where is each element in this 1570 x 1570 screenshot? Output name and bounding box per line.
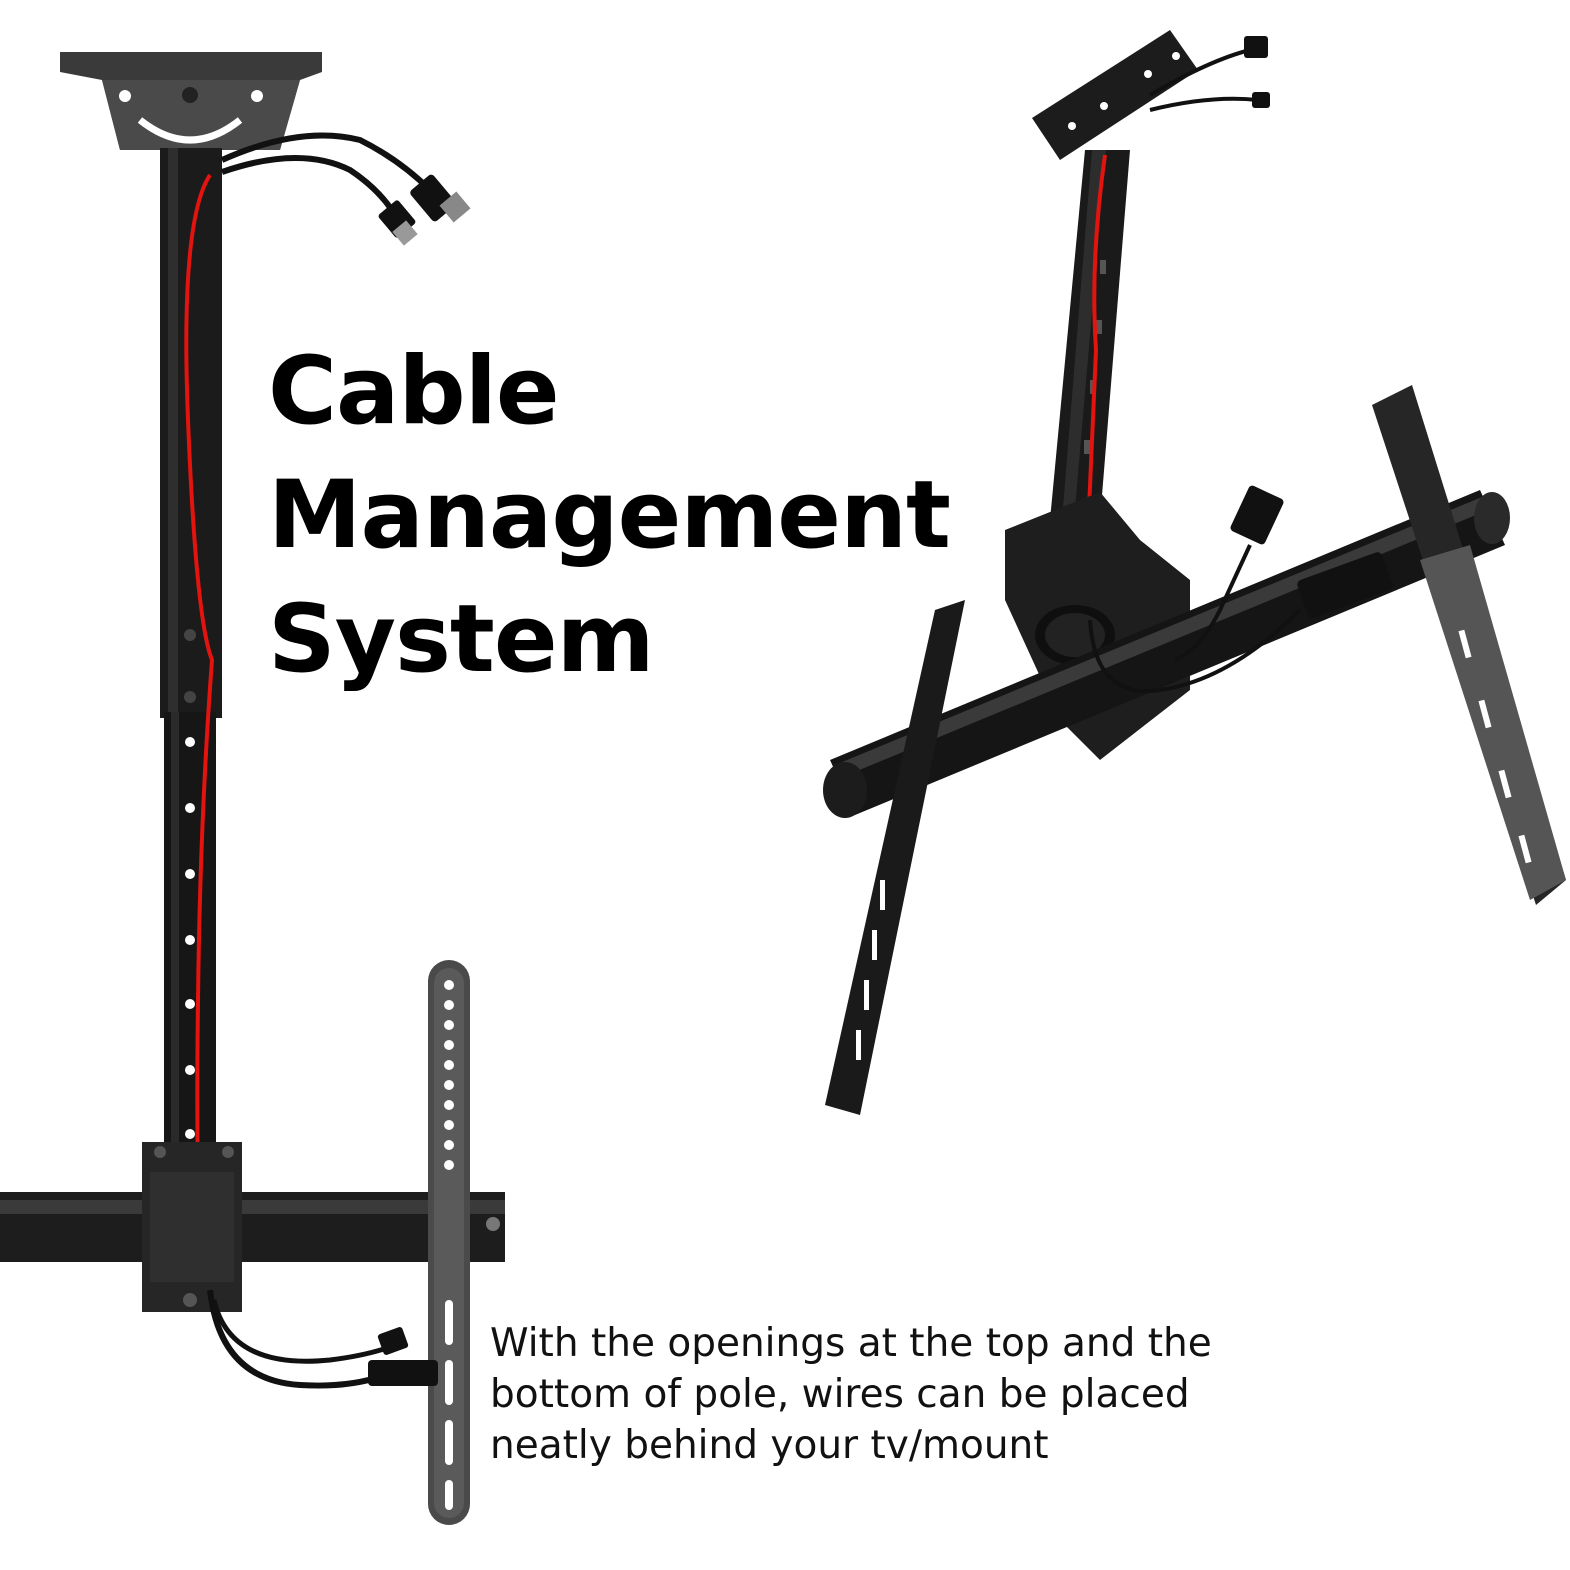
caption-line: With the openings at the top and the <box>490 1321 1212 1366</box>
caption-line: bottom of pole, wires can be placed <box>490 1372 1190 1417</box>
headline: Cable Management System <box>268 330 951 702</box>
headline-line: Management <box>268 461 951 570</box>
front-view-ceiling-tv-mount <box>0 52 505 1525</box>
angled-view-ceiling-tv-mount <box>823 30 1566 1115</box>
caption: With the openings at the top and the bot… <box>490 1318 1212 1471</box>
headline-line: System <box>268 585 655 694</box>
caption-line: neatly behind your tv/mount <box>490 1423 1049 1468</box>
headline-line: Cable <box>268 337 560 446</box>
